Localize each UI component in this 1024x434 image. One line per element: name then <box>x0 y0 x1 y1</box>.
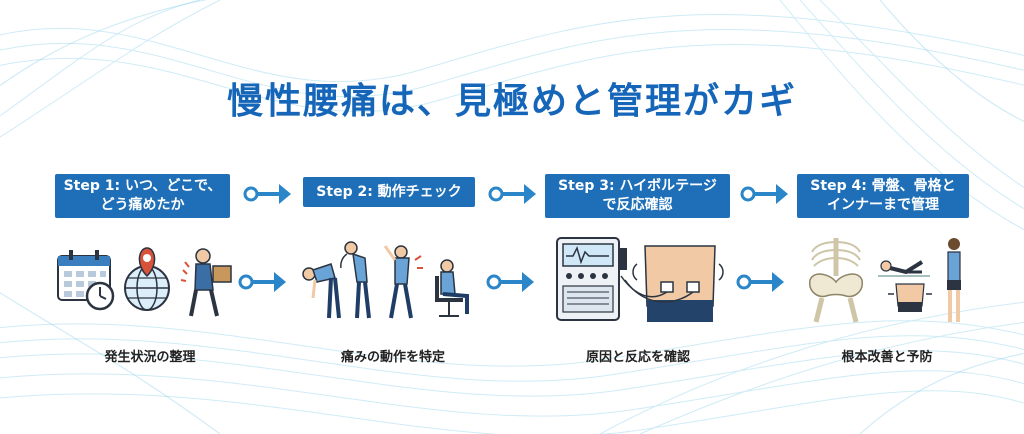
icon-arrow-2 <box>486 272 534 292</box>
pelvis-skeleton-icon <box>809 238 863 323</box>
step-arrow-3 <box>740 184 788 204</box>
icon-arrow-3 <box>736 272 784 292</box>
step-2-icons <box>302 241 469 319</box>
step-4-line1: Step 4: 骨盤、骨格と <box>810 178 956 194</box>
person-carrying-box-icon <box>180 248 232 317</box>
step-3-box: Step 3: ハイボルテージで反応確認 <box>545 174 730 218</box>
core-exercise-figure-icon <box>878 260 930 277</box>
step-1-icons <box>57 247 232 317</box>
globe-location-icon <box>124 247 170 311</box>
step-arrow-1 <box>243 184 291 204</box>
step-1-line1: Step 1: いつ、どこで、 <box>63 178 222 194</box>
bending-forward-figure-icon <box>302 263 341 319</box>
seated-figure-icon <box>435 259 469 317</box>
bending-backward-figure-icon <box>340 241 371 319</box>
step-1-box: Step 1: いつ、どこで、どう痛めたか <box>55 174 230 218</box>
step-4-caption: 根本改善と予防 <box>841 350 933 365</box>
standing-woman-icon <box>947 238 961 322</box>
high-voltage-device-icon <box>556 237 627 321</box>
step-4-box: Step 4: 骨盤、骨格とインナーまで管理 <box>797 174 969 218</box>
page-title: 慢性腰痛は、見極めと管理がカギ <box>226 81 797 122</box>
step-4-icons <box>809 238 961 323</box>
step-arrow-2 <box>488 184 536 204</box>
step-2-caption: 痛みの動作を特定 <box>340 350 445 365</box>
step-3-icons <box>556 237 724 322</box>
icon-arrow-1 <box>238 272 286 292</box>
step-3-caption: 原因と反応を確認 <box>585 350 690 365</box>
step-3-line2: で反応確認 <box>602 197 673 213</box>
side-bend-figure-icon <box>383 245 423 319</box>
step-1-caption: 発生状況の整理 <box>104 350 196 365</box>
lower-back-electrodes-icon <box>620 245 724 322</box>
abdomen-waist-icon <box>888 283 932 312</box>
step-2-box: Step 2: 動作チェック <box>303 177 475 207</box>
step-3-line1: Step 3: ハイボルテージ <box>558 178 717 194</box>
calendar-icon <box>57 250 115 311</box>
step-1-line2: どう痛めたか <box>100 197 185 213</box>
step-4-line2: インナーまで管理 <box>826 197 939 213</box>
step-2-line1: Step 2: 動作チェック <box>316 183 462 200</box>
